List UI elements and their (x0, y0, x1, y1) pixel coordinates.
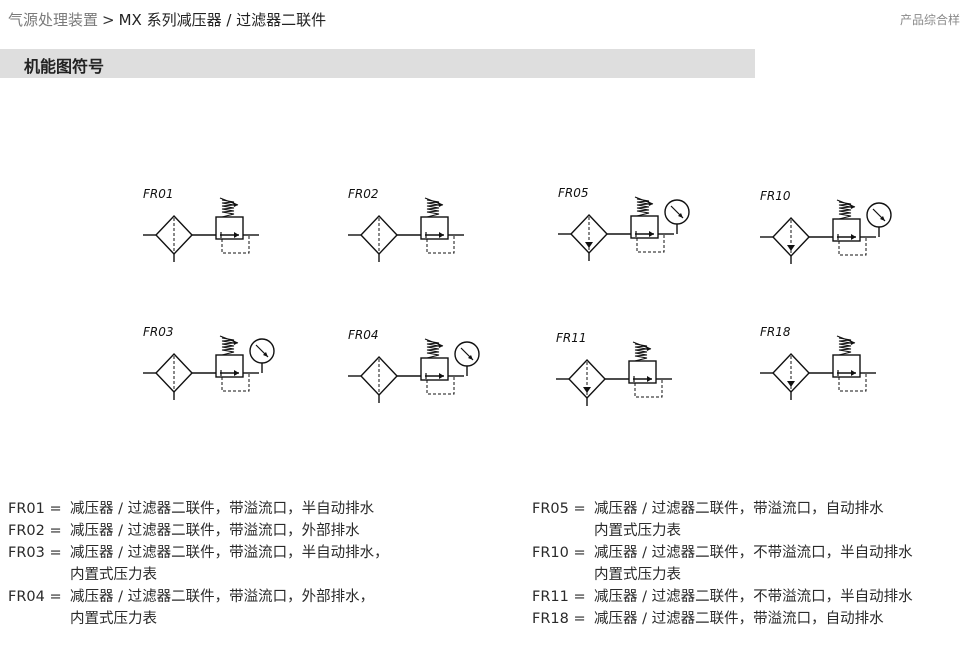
symbol-code-label: FR10 (760, 189, 791, 203)
legend-row: FR04 = 减压器 / 过滤器二联件，带溢流口，外部排水， (8, 586, 389, 608)
legend-text: 减压器 / 过滤器二联件，带溢流口，自动排水 (594, 501, 884, 517)
legend-text: 内置式压力表 (70, 611, 157, 627)
legend-code: FR05 = (532, 501, 586, 517)
legend-text: 减压器 / 过滤器二联件，带溢流口，外部排水， (70, 589, 375, 605)
symbol-code-label: FR03 (143, 325, 174, 339)
breadcrumb-separator: > (102, 11, 115, 29)
legend-text: 减压器 / 过滤器二联件，带溢流口，半自动排水， (70, 545, 389, 561)
legend-code: FR10 = (532, 545, 586, 561)
legend-row: FR02 = 减压器 / 过滤器二联件，带溢流口，外部排水 (8, 520, 389, 542)
legend-right: FR05 = 减压器 / 过滤器二联件，带溢流口，自动排水内置式压力表 FR10 =… (532, 498, 913, 630)
legend-row: 内置式压力表 (532, 520, 913, 542)
symbol-code-label: FR05 (558, 186, 589, 200)
legend-code: FR11 = (532, 589, 586, 605)
legend-code (532, 564, 594, 586)
symbol-fr02: FR02 (348, 187, 464, 262)
legend-text: 减压器 / 过滤器二联件，带溢流口，自动排水 (594, 611, 884, 627)
legend-left: FR01 = 减压器 / 过滤器二联件，带溢流口，半自动排水 FR02 = 减压器 /… (8, 498, 389, 630)
legend-text: 减压器 / 过滤器二联件，带溢流口，外部排水 (70, 523, 360, 539)
symbol-code-label: FR02 (348, 187, 379, 201)
legend-code (8, 608, 70, 630)
symbol-fr10: FR10 (760, 189, 892, 264)
legend-code: FR18 = (532, 611, 586, 627)
breadcrumb: 气源处理装置>MX 系列减压器 / 过滤器二联件 (8, 9, 326, 30)
breadcrumb-parent[interactable]: 气源处理装置 (8, 11, 99, 29)
symbol-code-label: FR11 (556, 331, 587, 345)
legend-code (8, 564, 70, 586)
symbol-fr11: FR11 (556, 331, 672, 406)
legend-row: FR05 = 减压器 / 过滤器二联件，带溢流口，自动排水 (532, 498, 913, 520)
legend-row: FR03 = 减压器 / 过滤器二联件，带溢流口，半自动排水， (8, 542, 389, 564)
legend-code: FR01 = (8, 501, 62, 517)
legend-row: FR10 = 减压器 / 过滤器二联件，不带溢流口，半自动排水 (532, 542, 913, 564)
symbol-fr01: FR01 (143, 187, 259, 262)
legend-row: FR01 = 减压器 / 过滤器二联件，带溢流口，半自动排水 (8, 498, 389, 520)
catalog-label: 产品综合样 (899, 13, 960, 27)
legend-text: 内置式压力表 (70, 567, 157, 583)
symbol-fr18: FR18 (760, 325, 876, 400)
breadcrumb-current: MX 系列减压器 / 过滤器二联件 (118, 11, 327, 29)
legend-code (532, 520, 594, 542)
symbol-fr05: FR05 (558, 186, 690, 261)
section-header-bar: 机能图符号 (0, 49, 755, 78)
section-title: 机能图符号 (24, 57, 105, 76)
legend-text: 减压器 / 过滤器二联件，带溢流口，半自动排水 (70, 501, 375, 517)
legend-code: FR02 = (8, 523, 62, 539)
legend-text: 减压器 / 过滤器二联件，不带溢流口，半自动排水 (594, 589, 913, 605)
legend-row: FR11 = 减压器 / 过滤器二联件，不带溢流口，半自动排水 (532, 586, 913, 608)
symbol-fr04: FR04 (348, 328, 480, 403)
legend-code: FR04 = (8, 589, 62, 605)
legend-row: FR18 = 减压器 / 过滤器二联件，带溢流口，自动排水 (532, 608, 913, 630)
legend-text: 内置式压力表 (594, 567, 681, 583)
symbol-code-label: FR04 (348, 328, 379, 342)
symbol-code-label: FR01 (143, 187, 174, 201)
symbol-fr03: FR03 (143, 325, 275, 400)
legend-text: 内置式压力表 (594, 523, 681, 539)
legend-row: 内置式压力表 (8, 564, 389, 586)
legend-code: FR03 = (8, 545, 62, 561)
symbol-code-label: FR18 (760, 325, 791, 339)
legend-text: 减压器 / 过滤器二联件，不带溢流口，半自动排水 (594, 545, 913, 561)
legend-row: 内置式压力表 (532, 564, 913, 586)
legend-row: 内置式压力表 (8, 608, 389, 630)
